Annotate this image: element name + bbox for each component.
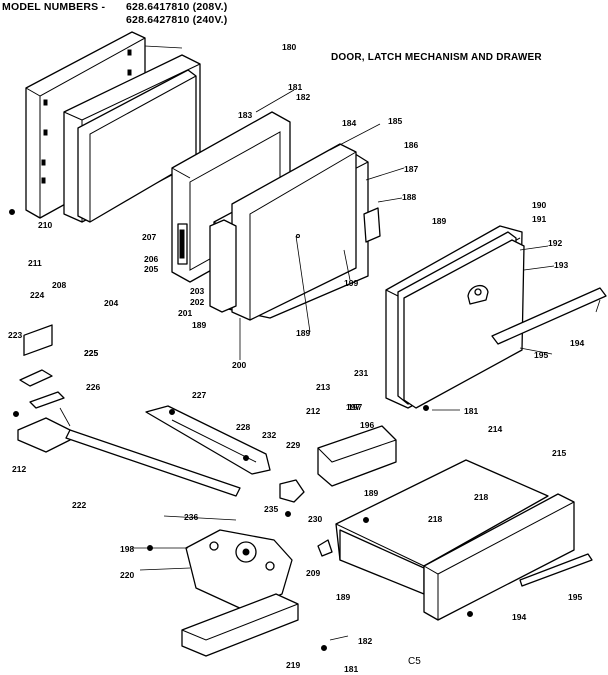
callout-201: 201: [178, 308, 192, 318]
callout-188: 188: [402, 192, 416, 202]
callout-220: 220: [120, 570, 134, 580]
callout-189-c: 189: [192, 320, 206, 330]
callout-226: 226: [86, 382, 100, 392]
drawer-slide-209: [317, 539, 333, 557]
callout-229: 229: [286, 440, 300, 450]
callout-228: 228: [236, 422, 250, 432]
callout-224: 224: [30, 290, 44, 300]
callout-222: 222: [72, 500, 86, 510]
callout-196: 196: [360, 420, 374, 430]
latch-bracket-188: [363, 207, 381, 243]
door-inner-liner: [403, 239, 525, 409]
callout-labels: 180 181 182 183 184 185 186 187 188 189 …: [8, 42, 584, 674]
callout-212: 212: [12, 464, 26, 474]
callout-225: 225: [84, 348, 98, 358]
callout-183: 183: [238, 110, 252, 120]
callout-182: 182: [296, 92, 310, 102]
callout-189: 189: [432, 216, 446, 226]
callout-218-b: 218: [428, 514, 442, 524]
callout-232: 232: [262, 430, 276, 440]
channel-213: [317, 425, 397, 487]
callout-209: 209: [306, 568, 320, 578]
callout-205: 205: [144, 264, 158, 274]
door-liner-back: [231, 143, 357, 321]
latch-knob-229: [279, 479, 305, 503]
footer-code: C5: [408, 656, 421, 667]
callout-207: 207: [142, 232, 156, 242]
callout-181-b: 181: [464, 406, 478, 416]
callout-199: 199: [344, 278, 358, 288]
model-number-208v: 628.6417810 (208V.): [126, 1, 228, 13]
door-side-strip: [209, 219, 237, 313]
screw-fasteners: [9, 209, 473, 651]
callout-211: 211: [28, 258, 42, 268]
callout-187: 187: [404, 164, 418, 174]
model-number-240v: 628.6427810 (240V.): [126, 14, 228, 26]
leader-lines: [59, 45, 601, 641]
callout-206: 206: [144, 254, 158, 264]
vent-strip-195: [491, 287, 607, 345]
latch-rod-222: [65, 429, 241, 497]
callout-204: 204: [104, 298, 118, 308]
callout-181: 181: [288, 82, 302, 92]
callout-180: 180: [282, 42, 296, 52]
callout-193: 193: [554, 260, 568, 270]
latch-base-220: [185, 529, 293, 611]
callout-203: 203: [190, 286, 204, 296]
callout-182-b: 182: [358, 636, 372, 646]
callout-194-b: 194: [512, 612, 526, 622]
callout-231: 231: [354, 368, 368, 378]
model-numbers-label: MODEL NUMBERS -: [2, 1, 106, 13]
callout-235: 235: [264, 504, 278, 514]
callout-194: 194: [570, 338, 584, 348]
callout-189-d: 189: [364, 488, 378, 498]
callout-215: 215: [552, 448, 566, 458]
callout-181-c: 181: [344, 664, 358, 674]
callout-185: 185: [388, 116, 402, 126]
callout-225-b: 225: [84, 348, 98, 358]
callout-195: 195: [534, 350, 548, 360]
diagram-title: DOOR, LATCH MECHANISM AND DRAWER: [331, 52, 542, 63]
callout-213: 213: [316, 382, 330, 392]
latch-assembly-223: [19, 324, 65, 409]
callout-197: 197: [346, 402, 360, 412]
callout-214: 214: [488, 424, 502, 434]
callout-192: 192: [548, 238, 562, 248]
callout-227: 227: [192, 390, 206, 400]
callout-197-b: 197: [348, 402, 362, 412]
callout-202: 202: [190, 297, 204, 307]
callout-190: 190: [532, 200, 546, 210]
callout-198: 198: [120, 544, 134, 554]
callout-184: 184: [342, 118, 356, 128]
drawer-front-panel: [423, 493, 575, 621]
hinge-207: [177, 223, 188, 265]
callout-212-b: 212: [306, 406, 320, 416]
callout-189-e: 189: [336, 592, 350, 602]
callout-210: 210: [38, 220, 52, 230]
bracket-212-left: [17, 417, 71, 453]
drawer-body: [335, 459, 549, 595]
callout-186: 186: [404, 140, 418, 150]
latch-lever-228: [145, 405, 271, 475]
mount-plate-219: [181, 593, 299, 657]
latch-bracket-192: [467, 285, 489, 305]
callout-189-b: 189: [296, 328, 310, 338]
callout-230: 230: [308, 514, 322, 524]
callout-223: 223: [8, 330, 22, 340]
callout-195-b: 195: [568, 592, 582, 602]
callout-191: 191: [532, 214, 546, 224]
drawer-vent-strip: [519, 553, 593, 587]
callout-219: 219: [286, 660, 300, 670]
callout-200: 200: [232, 360, 246, 370]
callout-208: 208: [52, 280, 66, 290]
callout-236: 236: [184, 512, 198, 522]
callout-218: 218: [474, 492, 488, 502]
